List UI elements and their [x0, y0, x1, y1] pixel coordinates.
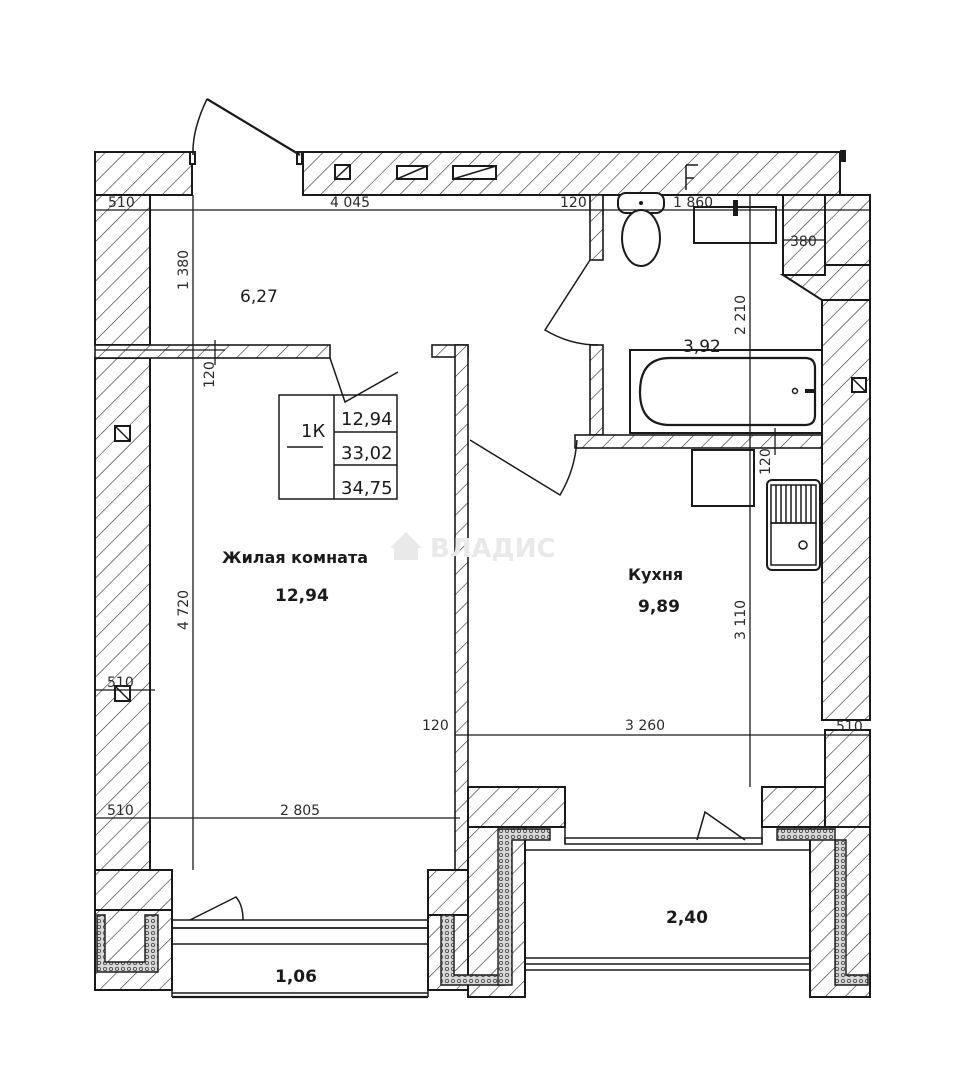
vent-icon — [114, 164, 867, 702]
dimension-labels: 510 4 045 120 1 860 380 1 380 120 2 210 … — [107, 195, 863, 819]
living-room-name: Жилая комната — [222, 548, 368, 567]
dim-bath-width: 1 860 — [673, 195, 713, 211]
stove-icon — [691, 449, 755, 507]
dim-hall-depth: 1 380 — [176, 250, 192, 290]
apartment-type: 1К — [301, 421, 325, 442]
house-logo-icon — [390, 532, 422, 560]
toilet-icon — [617, 192, 665, 267]
loggia-left-area: 1,06 — [275, 967, 317, 987]
dim-bath-partition: 120 — [758, 448, 774, 475]
washbasin-icon — [693, 200, 777, 244]
total-with-balcony-value: 34,75 — [341, 478, 393, 499]
hallway-area: 6,27 — [240, 287, 278, 307]
summary-box: 1К 12,94 33,02 34,75 — [278, 394, 398, 500]
dim-kitchen-width: 3 260 — [625, 718, 665, 734]
room-labels: 6,27 3,92 Жилая комната 12,94 Кухня 9,89… — [222, 287, 721, 987]
dim-left-wall-mid: 510 — [107, 675, 134, 691]
dim-living-depth: 4 720 — [176, 590, 192, 630]
loggia-right-area: 2,40 — [666, 908, 708, 928]
dim-right-wall-mid: 510 — [836, 719, 863, 735]
kitchen-area: 9,89 — [638, 597, 680, 617]
dim-bath-depth: 2 210 — [733, 295, 749, 335]
dim-top-partition: 120 — [560, 195, 587, 211]
dimension-lines — [95, 195, 870, 870]
dim-kitchen-depth: 3 110 — [733, 600, 749, 640]
dim-hall-partition: 120 — [202, 361, 218, 388]
dim-hall-width: 4 045 — [330, 195, 370, 211]
living-area-value: 12,94 — [341, 409, 393, 430]
doors — [189, 98, 746, 921]
windows — [171, 787, 811, 999]
dim-top-left-wall: 510 — [108, 195, 135, 211]
insulation — [96, 828, 869, 986]
living-room-area: 12,94 — [275, 586, 329, 606]
dim-living-width: 2 805 — [280, 803, 320, 819]
bathroom-area: 3,92 — [683, 337, 721, 357]
kitchen-sink-icon — [766, 479, 821, 571]
total-area-value: 33,02 — [341, 443, 393, 464]
watermark-text: ВЛАДИС — [430, 534, 556, 564]
fixtures — [114, 150, 867, 702]
bathtub-icon — [629, 349, 823, 434]
walls — [94, 151, 871, 998]
dim-left-wall-bottom: 510 — [107, 803, 134, 819]
dim-right-wall: 380 — [790, 234, 817, 250]
kitchen-name: Кухня — [628, 565, 683, 584]
dim-mid-partition: 120 — [422, 718, 449, 734]
watermark: ВЛАДИС — [390, 532, 556, 564]
